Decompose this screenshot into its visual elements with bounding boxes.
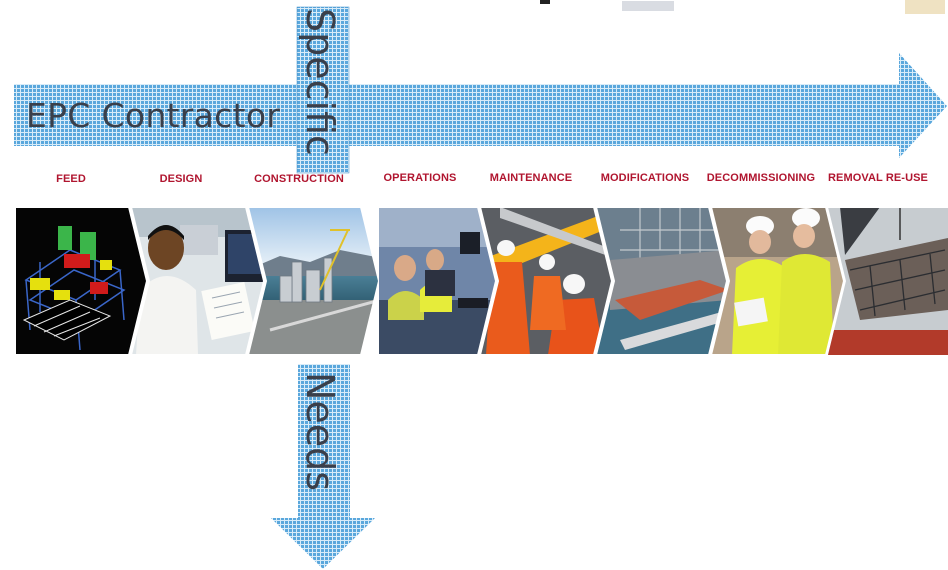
- decommissioning-engineers-image: [711, 207, 844, 355]
- maintenance-offshore-workers-image: [480, 207, 612, 355]
- top-artifact: [540, 0, 550, 4]
- stage-label-decommissioning: DECOMMISSIONING: [706, 172, 816, 184]
- stage-label-removal-re-use: REMOVAL RE-USE: [827, 172, 928, 184]
- modifications-platform-image: [596, 207, 727, 355]
- specific-bar: [296, 6, 350, 174]
- needs-label: Needs: [298, 372, 342, 492]
- stage-label-construction: CONSTRUCTION: [254, 173, 344, 185]
- stage-label-design: DESIGN: [159, 173, 203, 185]
- top-artifact: [905, 0, 945, 14]
- horizontal-arrow: [14, 53, 947, 158]
- operations-control-room-image: [379, 207, 496, 355]
- stage-label-modifications: MODIFICATIONS: [600, 172, 690, 184]
- needs-arrow: [271, 364, 375, 569]
- stage-label-operations: OPERATIONS: [383, 172, 457, 184]
- stage-label-feed: FEED: [56, 173, 86, 185]
- removal-crane-lift-image: [828, 207, 948, 355]
- specific-label: Specific: [298, 8, 342, 156]
- stage-label-maintenance: MAINTENANCE: [489, 172, 573, 184]
- diagram-title: EPC Contractor: [26, 96, 281, 135]
- feed-3d-model-image: [16, 207, 147, 355]
- construction-plant-image: [248, 207, 379, 355]
- design-engineer-image: [131, 207, 264, 355]
- top-artifact: [622, 1, 674, 11]
